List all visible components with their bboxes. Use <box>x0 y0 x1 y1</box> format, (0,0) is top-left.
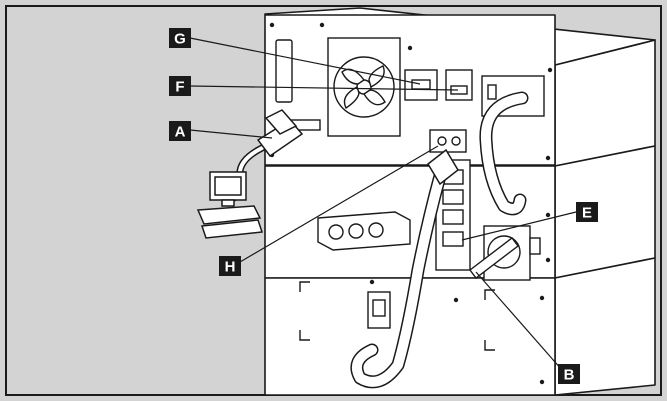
screw <box>453 297 459 303</box>
knockout <box>368 222 384 238</box>
screw <box>547 67 553 73</box>
port-connector-g <box>411 79 431 90</box>
computer-stand <box>221 199 235 207</box>
panel-corner-mark <box>484 340 495 351</box>
callout-b: B <box>558 364 580 384</box>
top-vent-slot <box>275 39 293 103</box>
callout-label-h: H <box>225 259 236 276</box>
callout-f: F <box>169 76 191 96</box>
output-cable-fill <box>352 171 445 387</box>
screw <box>407 45 413 51</box>
screw <box>369 279 375 285</box>
bottom-connector-plug <box>372 299 386 317</box>
knockout <box>348 223 364 239</box>
outlet <box>442 189 464 205</box>
callout-a: A <box>169 121 191 141</box>
computer-keyboard <box>200 219 264 239</box>
port-panel-f <box>445 69 473 101</box>
callout-e: E <box>576 202 598 222</box>
screw <box>545 257 551 263</box>
callout-label-f: F <box>175 79 184 96</box>
leader-line-b <box>475 271 563 371</box>
fan-blade <box>363 89 386 106</box>
fan-blade <box>343 85 360 110</box>
knockout <box>328 224 344 240</box>
middle-module-side <box>554 145 656 279</box>
screw <box>269 22 275 28</box>
hardwire-terminal-box <box>317 211 411 251</box>
screw <box>545 212 551 218</box>
leader-line-h <box>239 145 439 263</box>
leader-line-g <box>189 37 421 85</box>
fan-blade <box>368 65 385 89</box>
leader-line-f <box>189 85 459 91</box>
computer-screen <box>214 176 242 196</box>
computer-base <box>196 205 262 225</box>
output-plug <box>427 148 459 186</box>
serial-plug-head <box>264 109 298 135</box>
outlet <box>442 209 464 225</box>
fan-blade <box>341 68 366 85</box>
callout-label-e: E <box>582 205 592 222</box>
terminal <box>437 136 447 146</box>
callout-label-g: G <box>174 31 186 48</box>
callout-g: G <box>169 28 191 48</box>
screw <box>539 379 545 385</box>
terminal <box>451 136 461 146</box>
outlet <box>442 231 464 247</box>
input-power-cable-fill <box>480 93 527 214</box>
callout-h: H <box>219 256 241 276</box>
leader-line-a <box>189 129 273 139</box>
indicator-port <box>529 237 541 255</box>
screw <box>539 295 545 301</box>
panel-corner-mark <box>299 281 310 292</box>
screw <box>319 22 325 28</box>
bypass-switch-handle <box>469 237 519 279</box>
callout-label-b: B <box>564 367 575 384</box>
panel-corner-mark <box>299 330 310 341</box>
input-switch <box>487 84 497 100</box>
callout-label-a: A <box>175 124 186 141</box>
leader-line-e <box>461 211 577 241</box>
screw <box>545 155 551 161</box>
